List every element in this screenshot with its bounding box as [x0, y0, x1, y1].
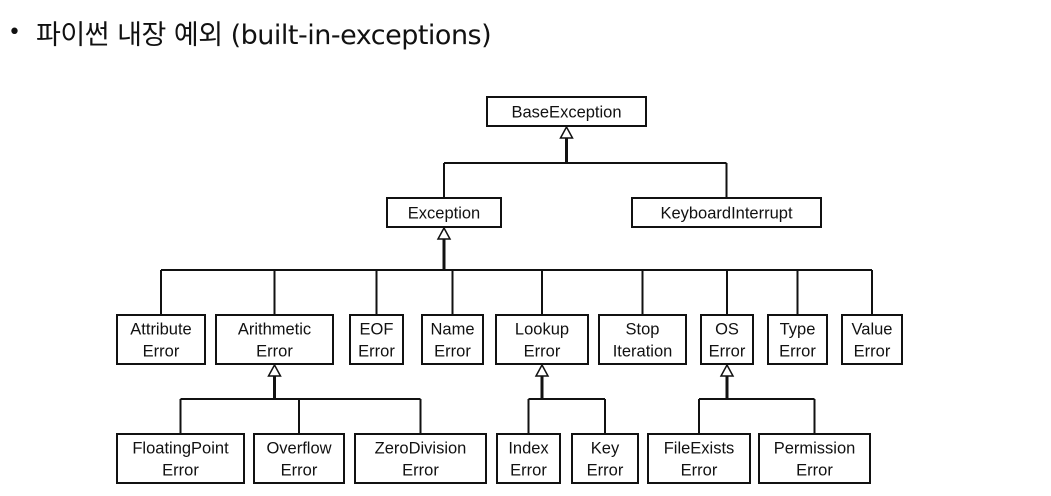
node-os: OS Error: [700, 314, 754, 365]
page-title: 파이썬 내장 예외 (built-in-exceptions): [36, 19, 492, 51]
node-box-arithmetic: [215, 314, 334, 365]
node-eof: EOF Error: [349, 314, 404, 365]
node-box-exception: [386, 197, 502, 228]
node-box-attribute: [116, 314, 206, 365]
edge-group-exception: [160, 226, 873, 315]
node-label-key: Key: [591, 440, 620, 458]
node-label-value: Error: [854, 343, 891, 361]
node-box-os: [700, 314, 754, 365]
node-label-permission: Error: [796, 462, 833, 480]
node-label-stop: Stop: [626, 321, 660, 339]
node-label-base: BaseException: [511, 104, 621, 122]
edge-group-base: [443, 125, 728, 198]
node-label-index: Error: [510, 462, 547, 480]
node-box-type: [767, 314, 828, 365]
node-box-floating: [116, 433, 245, 484]
node-label-permission: Permission: [774, 440, 856, 458]
node-label-floating: FloatingPoint: [132, 440, 229, 458]
node-box-keyboard: [631, 197, 822, 228]
inherit-arrow-icon: [436, 226, 452, 240]
node-box-name: [421, 314, 484, 365]
node-box-index: [496, 433, 561, 484]
node-label-key: Error: [587, 462, 624, 480]
inherit-arrow-icon: [719, 363, 735, 377]
node-label-os: Error: [709, 343, 746, 361]
edge-group-lookup: [527, 363, 606, 434]
inherit-arrow-icon: [559, 125, 574, 139]
node-keyboard: KeyboardInterrupt: [631, 197, 822, 228]
node-box-fileexists: [647, 433, 751, 484]
node-box-stop: [598, 314, 687, 365]
node-box-permission: [758, 433, 871, 484]
node-box-lookup: [495, 314, 589, 365]
edge-group-os: [698, 363, 816, 434]
node-label-value: Value: [852, 321, 893, 339]
node-label-attribute: Attribute: [130, 321, 191, 339]
node-label-arithmetic: Arithmetic: [238, 321, 311, 339]
node-label-keyboard: KeyboardInterrupt: [660, 205, 792, 223]
node-label-name: Name: [430, 321, 474, 339]
node-label-name: Error: [434, 343, 471, 361]
node-exception: Exception: [386, 197, 502, 228]
node-label-type: Error: [779, 343, 816, 361]
node-label-overflow: Error: [281, 462, 318, 480]
node-label-zerodiv: Error: [402, 462, 439, 480]
node-label-attribute: Error: [143, 343, 180, 361]
node-label-fileexists: FileExists: [664, 440, 735, 458]
node-label-exception: Exception: [408, 205, 480, 223]
node-label-overflow: Overflow: [266, 440, 331, 458]
node-label-type: Type: [780, 321, 816, 339]
node-label-fileexists: Error: [681, 462, 718, 480]
node-box-base: [486, 96, 647, 127]
edge-group-arithmetic: [179, 363, 422, 434]
node-label-index: Index: [508, 440, 549, 458]
node-box-key: [571, 433, 639, 484]
page-title-row: • 파이썬 내장 예외 (built-in-exceptions): [8, 14, 492, 51]
node-label-eof: Error: [358, 343, 395, 361]
node-box-eof: [349, 314, 404, 365]
node-label-stop: Iteration: [613, 343, 673, 361]
inherit-arrow-icon: [267, 363, 282, 377]
node-label-os: OS: [715, 321, 739, 339]
node-label-zerodiv: ZeroDivision: [375, 440, 467, 458]
edges-layer: [160, 125, 873, 434]
node-box-overflow: [253, 433, 345, 484]
node-label-lookup: Error: [524, 343, 561, 361]
inherit-arrow-icon: [534, 363, 550, 377]
node-box-value: [841, 314, 903, 365]
node-base: BaseException: [486, 96, 647, 127]
bullet-icon: •: [8, 19, 21, 45]
node-box-zerodiv: [354, 433, 487, 484]
node-label-floating: Error: [162, 462, 199, 480]
node-label-arithmetic: Error: [256, 343, 293, 361]
node-label-eof: EOF: [360, 321, 394, 339]
node-label-lookup: Lookup: [515, 321, 569, 339]
